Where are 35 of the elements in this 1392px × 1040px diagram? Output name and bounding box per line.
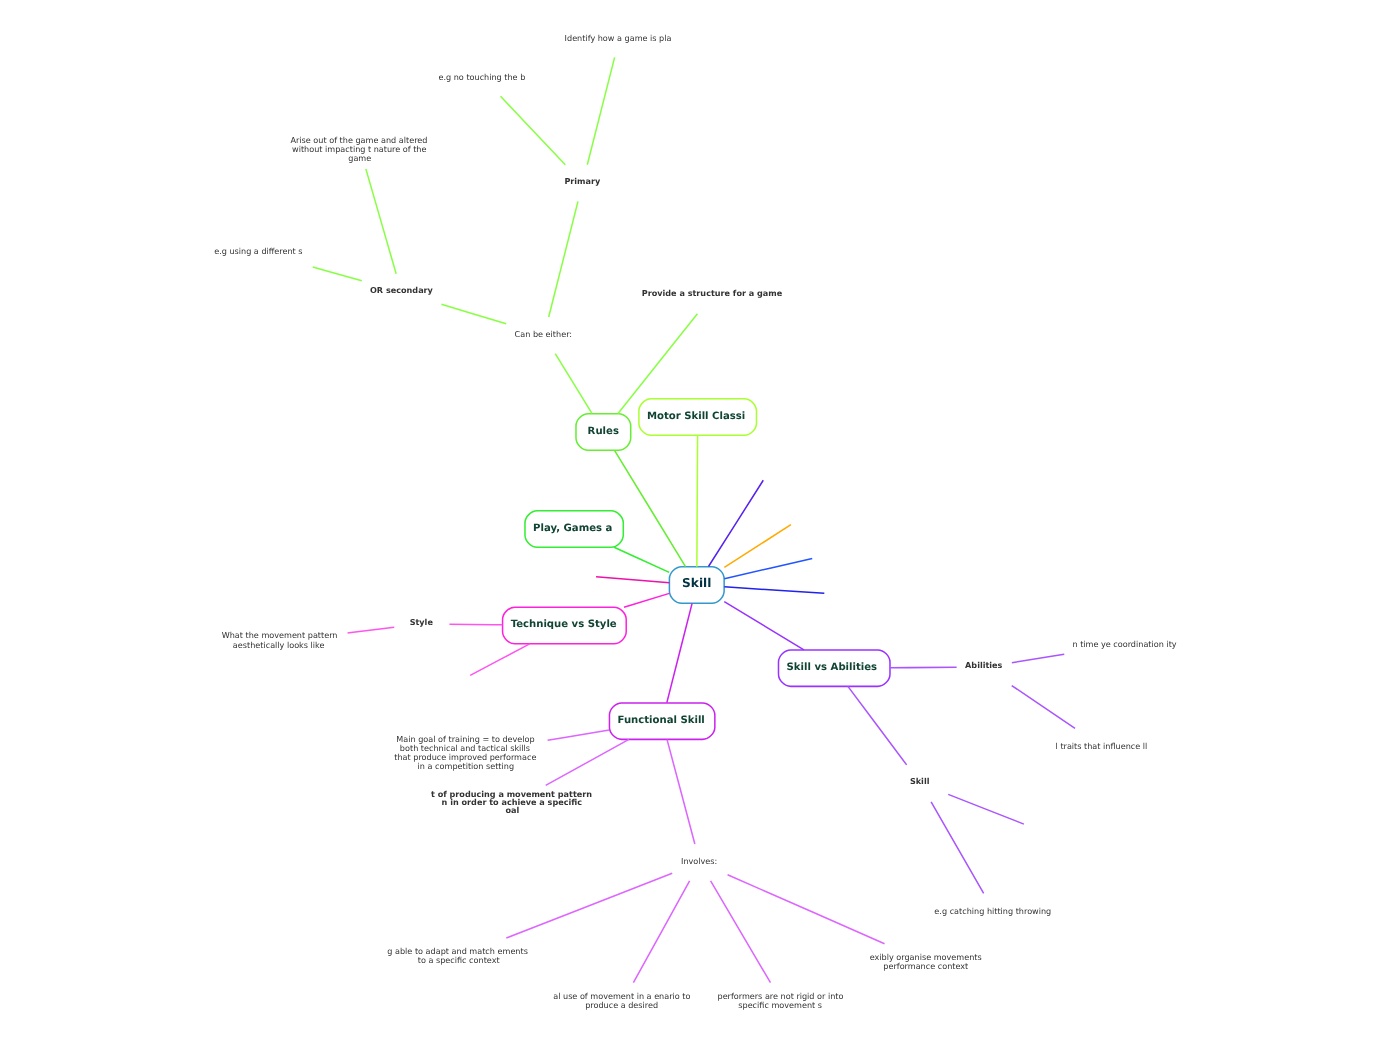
connector xyxy=(666,602,693,704)
connector xyxy=(554,352,593,415)
connector xyxy=(312,266,363,282)
connector xyxy=(613,449,687,568)
connector xyxy=(723,523,792,569)
connector xyxy=(707,479,765,568)
connector xyxy=(346,626,395,634)
connector xyxy=(723,600,805,651)
connector xyxy=(1011,653,1065,664)
connector xyxy=(586,56,616,166)
connector xyxy=(726,873,886,945)
connector xyxy=(544,738,630,787)
connector xyxy=(448,623,504,626)
connector xyxy=(595,576,671,584)
connector xyxy=(547,200,579,318)
connector xyxy=(440,303,507,325)
connector xyxy=(947,793,1025,825)
connector xyxy=(723,586,826,595)
connector xyxy=(505,872,673,939)
connector xyxy=(613,546,670,574)
connector xyxy=(365,168,397,275)
connector xyxy=(546,729,611,742)
connector xyxy=(723,557,813,580)
connector xyxy=(623,592,671,609)
connector xyxy=(617,312,699,415)
connector xyxy=(499,95,567,166)
connector xyxy=(696,434,699,568)
connector xyxy=(847,685,908,766)
connector xyxy=(930,801,985,895)
connector xyxy=(469,643,531,677)
connector xyxy=(709,880,772,984)
connector xyxy=(632,880,691,984)
connector xyxy=(1010,684,1076,729)
connector xyxy=(666,738,696,845)
connector xyxy=(889,666,958,669)
